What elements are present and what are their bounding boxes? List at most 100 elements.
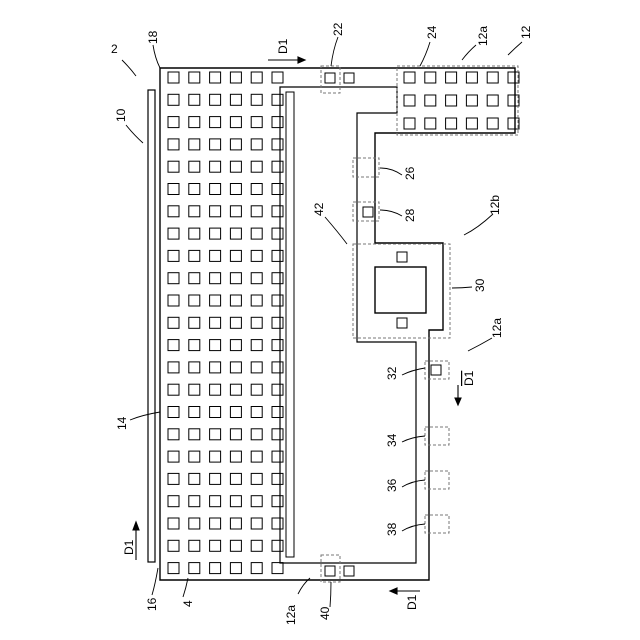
grid-cell [272,407,283,418]
grid-cell [168,384,179,395]
dashed-box-22 [321,66,340,93]
grid-cell [272,473,283,484]
cell-grid-main [168,72,283,574]
grid-cell [230,273,241,284]
grid-cell [189,72,200,83]
dashed-box-30 [353,244,450,338]
grid-cell [210,429,221,440]
grid-cell [446,95,457,106]
grid-cell [230,540,241,551]
cell-grid-24 [404,72,519,129]
grid-cell [189,161,200,172]
grid-cell [251,250,262,261]
label-18: 18 [146,30,160,44]
grid-cell [251,362,262,373]
grid-cell [189,228,200,239]
grid-cell [272,228,283,239]
leader-10 [126,125,143,143]
grid-cell [168,540,179,551]
grid-cell [210,496,221,507]
leader-12a-top [462,45,476,60]
grid-cell [189,518,200,529]
chip-30 [375,267,426,313]
leader-28 [380,210,402,216]
grid-cell [487,118,498,129]
grid-cell [508,118,519,129]
leader-24 [420,42,430,66]
arrow-d1-mid-head [455,398,461,405]
grid-cell [230,161,241,172]
grid-cell [168,362,179,373]
grid-cell [272,250,283,261]
label-30: 30 [473,278,487,292]
grid-cell [168,563,179,574]
grid-cell [168,429,179,440]
grid-cell [508,95,519,106]
leader-18 [153,45,160,68]
grid-cell [168,184,179,195]
grid-cell [168,72,179,83]
grid-cell [251,228,262,239]
grid-cell [404,72,415,83]
arrow-d1-left-head [133,522,139,530]
grid-cell [230,496,241,507]
grid-cell [404,118,415,129]
leader-42 [325,217,347,244]
grid-cell [210,295,221,306]
grid-cell [251,384,262,395]
label-38: 38 [385,522,399,536]
leader-12b [464,214,493,235]
grid-cell [251,273,262,284]
label-16: 16 [145,597,159,611]
grid-cell [168,496,179,507]
grid-cell [168,139,179,150]
grid-cell [251,518,262,529]
arrow-d1-bottom-head [390,588,397,594]
grid-cell [210,540,221,551]
grid-cell [189,273,200,284]
grid-cell [272,94,283,105]
cell-30-bottom [397,318,407,328]
grid-cell [272,206,283,217]
grid-cell [189,362,200,373]
label-12a-mid: 12a [490,318,504,338]
grid-cell [251,317,262,328]
grid-cell [189,317,200,328]
grid-cell [272,384,283,395]
grid-cell [189,540,200,551]
grid-cell [251,206,262,217]
grid-cell [230,340,241,351]
label-d1-bottom: D1 [405,594,419,610]
cell-30-top [397,252,407,262]
grid-cell [272,563,283,574]
label-2: 2 [111,42,118,56]
grid-cell [230,139,241,150]
grid-cell [251,72,262,83]
grid-cell [189,94,200,105]
leader-12 [508,42,522,55]
grid-cell [230,384,241,395]
grid-cell [210,362,221,373]
grid-cell [168,317,179,328]
leader-38 [402,524,425,531]
leader-2 [122,60,136,76]
grid-cell [189,563,200,574]
leader-22 [331,37,338,66]
grid-cell [251,563,262,574]
grid-cell [168,451,179,462]
grid-cell [251,496,262,507]
grid-cell [168,473,179,484]
grid-cell [210,72,221,83]
grid-cell [189,117,200,128]
grid-cell [466,118,477,129]
grid-cell [230,206,241,217]
grid-cell [272,117,283,128]
leader-34 [402,436,425,442]
cell-40-b [344,566,354,576]
grid-cell [446,118,457,129]
leader-16 [152,568,158,595]
grid-cell [272,340,283,351]
label-24: 24 [425,25,439,39]
grid-cell [168,161,179,172]
